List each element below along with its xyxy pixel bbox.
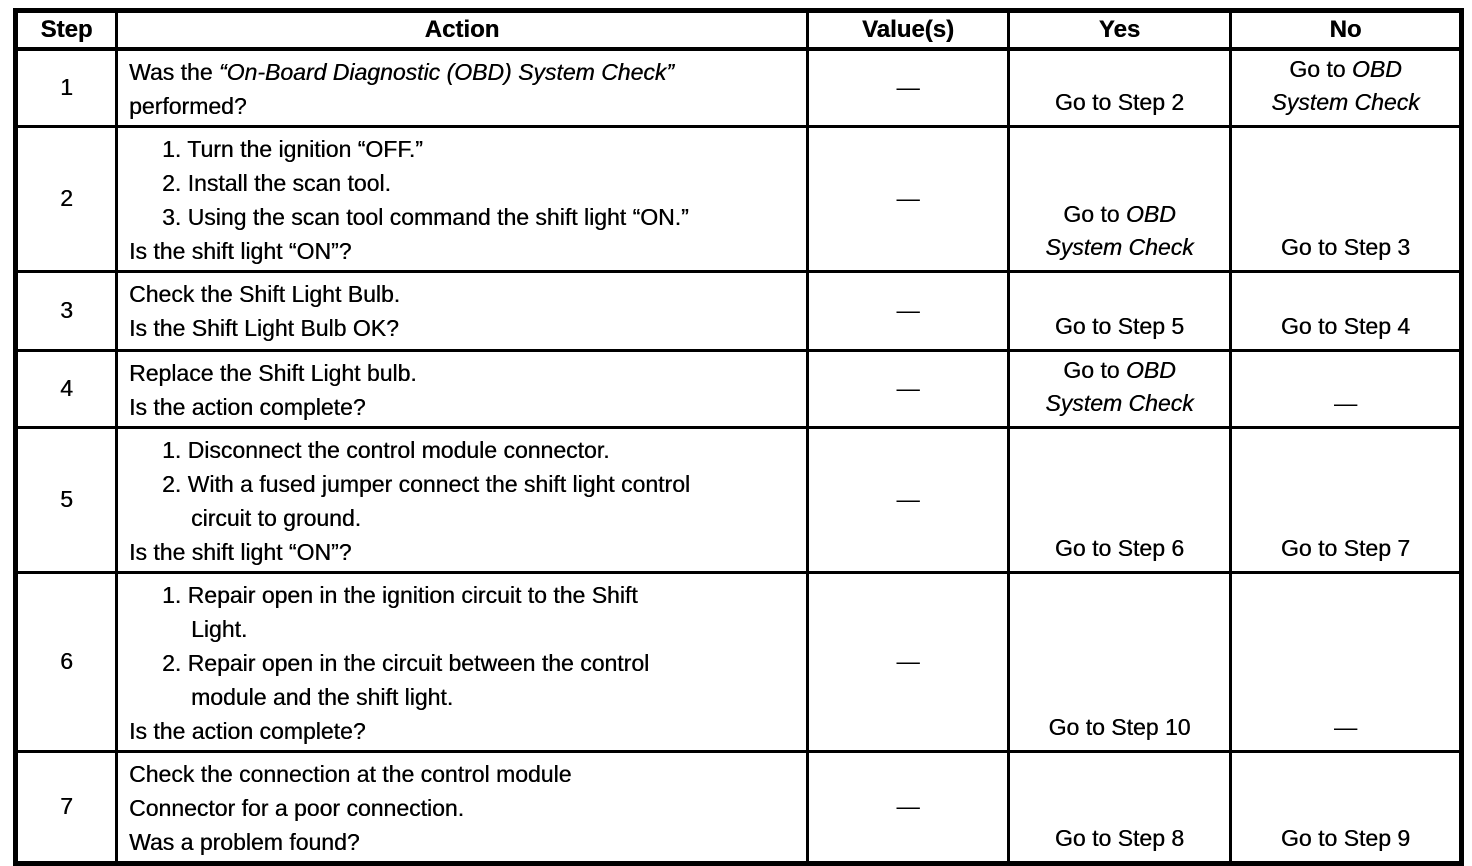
value-cell: — <box>806 124 1010 273</box>
action-cell: Check the connection at the control modu… <box>115 749 809 865</box>
yes-cell: Go to Step 2 <box>1007 47 1232 128</box>
yes-cell: Go to Step 10 <box>1007 570 1232 753</box>
no-cell: — <box>1229 570 1463 753</box>
action-line: Is the action complete? <box>129 717 366 744</box>
action-line: Is the action complete? <box>129 393 366 420</box>
no-cell-line: Go to Step 9 <box>1280 824 1411 851</box>
action-line: 2. With a fused jumper connect the shift… <box>162 470 690 497</box>
value-cell: — <box>806 348 1010 429</box>
action-line: 1. Disconnect the control module connect… <box>162 436 610 463</box>
no-cell: Go to Step 9 <box>1229 749 1463 865</box>
col-header-action: Action <box>115 9 809 51</box>
no-cell-line: Go to OBD <box>1289 55 1402 82</box>
action-line: 3. Using the scan tool command the shift… <box>162 203 689 230</box>
yes-cell-line: Go to Step 5 <box>1054 312 1185 339</box>
action-line: module and the shift light. <box>191 683 454 710</box>
value-cell: — <box>806 749 1010 865</box>
step-cell: 7 <box>14 749 118 865</box>
yes-cell-line: System Check <box>1045 233 1194 260</box>
yes-cell-line: System Check <box>1045 389 1194 416</box>
action-cell: Was the “On-Board Diagnostic (OBD) Syste… <box>115 47 809 128</box>
yes-cell-line: Go to Step 8 <box>1054 824 1185 851</box>
step-cell: 5 <box>14 425 118 574</box>
value-cell: — <box>806 570 1010 753</box>
step-cell: 6 <box>14 570 118 753</box>
yes-cell-line: Go to Step 10 <box>1048 713 1191 740</box>
action-line: Is the shift light “ON”? <box>129 237 352 264</box>
yes-cell: Go to OBD System Check <box>1007 124 1232 273</box>
no-cell-line: System Check <box>1271 88 1420 115</box>
action-line: Light. <box>191 615 248 642</box>
step-cell: 2 <box>14 124 118 273</box>
value-cell: — <box>806 47 1010 128</box>
action-line: 1. Repair open in the ignition circuit t… <box>162 581 638 608</box>
action-cell: 1. Repair open in the ignition circuit t… <box>115 570 809 753</box>
diagnostic-table: Step Action Value(s) Yes No 1 Was the “On… <box>13 8 1464 866</box>
action-line: performed? <box>129 92 247 119</box>
no-cell-line: Go to Step 4 <box>1280 312 1411 339</box>
action-line: Connector for a poor connection. <box>129 794 464 821</box>
table-row: 3 Check the Shift Light Bulb. Is the Shift… <box>14 269 1463 352</box>
yes-cell: Go to Step 6 <box>1007 425 1232 574</box>
no-cell: Go to Step 7 <box>1229 425 1463 574</box>
action-cell: 1. Turn the ignition “OFF.” 2. Install th… <box>115 124 809 273</box>
action-line: Was the “On-Board Diagnostic (OBD) Syste… <box>129 58 674 85</box>
no-cell: Go to OBD System Check <box>1229 47 1463 128</box>
table-row: 4 Replace the Shift Light bulb. Is the act… <box>14 348 1463 429</box>
no-cell-line: — <box>1334 713 1357 740</box>
header-row: Step Action Value(s) Yes No <box>14 9 1463 51</box>
no-cell-line: Go to Step 7 <box>1280 534 1411 561</box>
step-cell: 1 <box>14 47 118 128</box>
col-header-values: Value(s) <box>806 9 1010 51</box>
yes-cell: Go to Step 8 <box>1007 749 1232 865</box>
table-body: 1 Was the “On-Board Diagnostic (OBD) Syst… <box>14 47 1463 865</box>
action-line: 2. Install the scan tool. <box>162 169 391 196</box>
action-line: Is the Shift Light Bulb OK? <box>129 314 399 341</box>
col-header-yes: Yes <box>1007 9 1232 51</box>
action-line: Check the connection at the control modu… <box>129 760 572 787</box>
step-cell: 4 <box>14 348 118 429</box>
yes-cell: Go to Step 5 <box>1007 269 1232 352</box>
yes-cell-line: Go to OBD <box>1063 356 1176 383</box>
table-row: 6 1. Repair open in the ignition circuit … <box>14 570 1463 753</box>
action-cell: Replace the Shift Light bulb. Is the acti… <box>115 348 809 429</box>
action-line: 1. Turn the ignition “OFF.” <box>162 135 423 162</box>
yes-cell: Go to OBD System Check <box>1007 348 1232 429</box>
step-cell: 3 <box>14 269 118 352</box>
action-line: 2. Repair open in the circuit between th… <box>162 649 650 676</box>
no-cell: — <box>1229 348 1463 429</box>
table-row: 2 1. Turn the ignition “OFF.” 2. Install t… <box>14 124 1463 273</box>
action-line: Is the shift light “ON”? <box>129 538 352 565</box>
action-line: Replace the Shift Light bulb. <box>129 359 417 386</box>
value-cell: — <box>806 425 1010 574</box>
yes-cell-line: Go to Step 2 <box>1054 88 1185 115</box>
no-cell-line: — <box>1334 389 1357 416</box>
action-cell: 1. Disconnect the control module connect… <box>115 425 809 574</box>
col-header-no: No <box>1229 9 1463 51</box>
no-cell-line: Go to Step 3 <box>1280 233 1411 260</box>
no-cell: Go to Step 4 <box>1229 269 1463 352</box>
table-row: 1 Was the “On-Board Diagnostic (OBD) Syst… <box>14 47 1463 128</box>
scanned-document-page: Step Action Value(s) Yes No 1 Was the “On… <box>13 8 1464 866</box>
col-header-step: Step <box>14 9 118 51</box>
value-cell: — <box>806 269 1010 352</box>
action-line: circuit to ground. <box>191 504 362 531</box>
no-cell: Go to Step 3 <box>1229 124 1463 273</box>
yes-cell-line: Go to Step 6 <box>1054 534 1185 561</box>
action-line: Was a problem found? <box>129 828 360 855</box>
table-row: 5 1. Disconnect the control module connec… <box>14 425 1463 574</box>
table-row: 7 Check the connection at the control mod… <box>14 749 1463 865</box>
action-line: Check the Shift Light Bulb. <box>129 280 401 307</box>
action-cell: Check the Shift Light Bulb. Is the Shift … <box>115 269 809 352</box>
yes-cell-line: Go to OBD <box>1063 200 1176 227</box>
